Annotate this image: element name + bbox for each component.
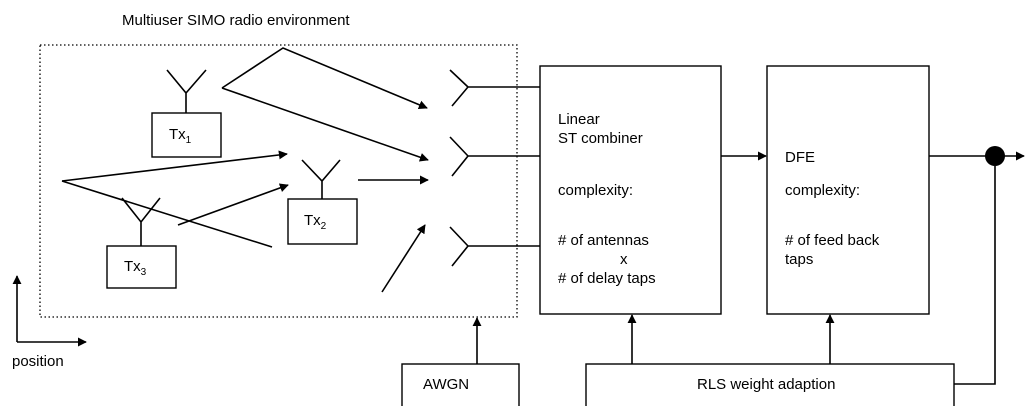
rx-antenna-icon: [449, 136, 540, 177]
combiner-line4: # of antennas: [558, 232, 649, 249]
position-label: position: [12, 353, 64, 370]
dfe-block: [766, 65, 930, 315]
tx1-label: Tx1: [169, 126, 192, 146]
dfe-line4: taps: [785, 251, 813, 268]
tx1-antenna-icon: [166, 69, 207, 113]
tx1-box: [151, 112, 222, 158]
propagation-paths: [61, 47, 429, 293]
combiner-line1: Linear: [558, 111, 600, 128]
awgn-block: [401, 363, 520, 406]
position-axis-icon: [12, 275, 87, 347]
rx-antenna-icon: [449, 226, 540, 267]
rx-antenna-icon: [449, 69, 540, 107]
combiner-line2: ST combiner: [558, 130, 643, 147]
environment-title: Multiuser SIMO radio environment: [122, 12, 350, 29]
awgn-label: AWGN: [423, 376, 469, 393]
dfe-line1: DFE: [785, 149, 815, 166]
dfe-line2: complexity:: [785, 182, 860, 199]
environment-boundary: [39, 44, 518, 318]
tx3-box: [106, 245, 177, 289]
combiner-line6: # of delay taps: [558, 270, 656, 287]
decision-node: [985, 146, 1005, 166]
tx2-box: [287, 198, 358, 245]
rls-block: [585, 363, 955, 406]
feedback-line: [954, 166, 996, 385]
rls-label: RLS weight adaption: [697, 376, 835, 393]
combiner-line5: x: [620, 251, 628, 268]
combiner-line3: complexity:: [558, 182, 633, 199]
combiner-block: [539, 65, 722, 315]
dfe-line3: # of feed back: [785, 232, 880, 249]
tx3-label: Tx3: [124, 258, 147, 278]
tx3-antenna-icon: [121, 197, 161, 246]
tx2-antenna-icon: [301, 159, 341, 199]
tx2-label: Tx2: [304, 212, 327, 232]
